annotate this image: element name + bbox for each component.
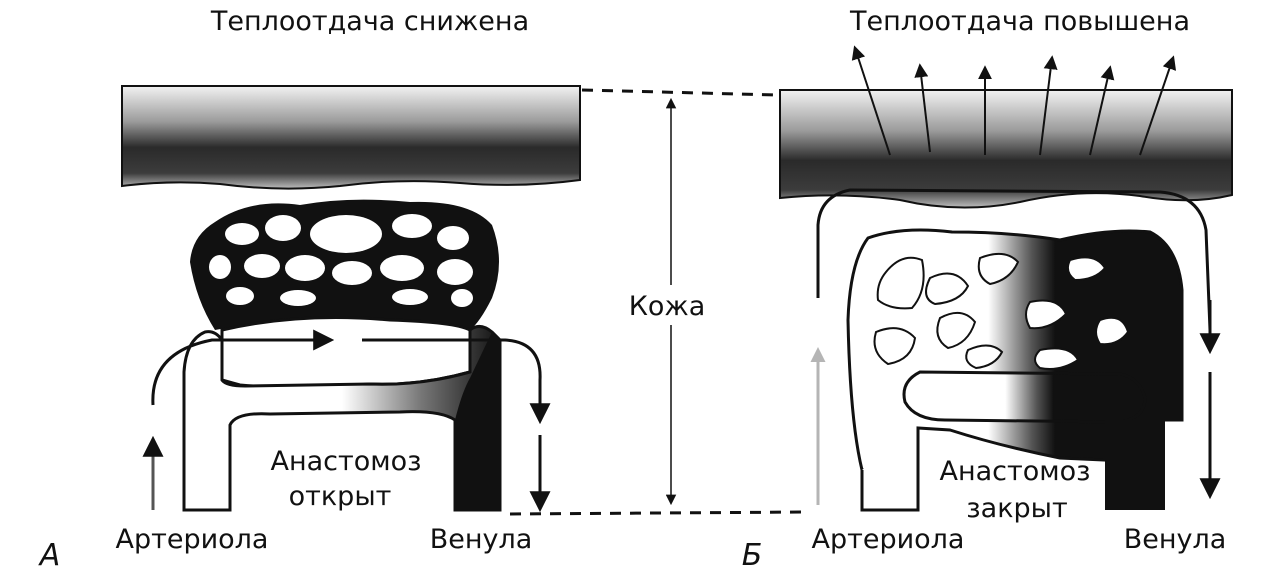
heat-emission-arrows [851, 45, 1177, 156]
panel-letter-b: Б [742, 538, 763, 573]
anastomosis-label-a-line2: открыт [289, 481, 392, 512]
capillary-loops-a [209, 214, 473, 307]
capillary-loops-b [873, 252, 1130, 370]
closed-anastomosis-b [902, 370, 1147, 424]
skin-label: Кожа [629, 291, 706, 322]
skin-layer-b [779, 89, 1233, 209]
title-a: Теплоотдача снижена [210, 6, 529, 37]
panel-b: Теплоотдача повышена Анастомоз закрыт Ар… [742, 6, 1233, 573]
title-b: Теплоотдача повышена [849, 6, 1190, 37]
venule-label-b: Венула [1124, 524, 1227, 555]
panel-letter-a: А [38, 538, 61, 573]
skin-loop-vessel [816, 188, 1212, 331]
skin-scale: Кожа [509, 88, 809, 516]
flow-arrow-arteriole-a [151, 329, 335, 406]
anastomosis-label-b-line1: Анастомоз [939, 456, 1090, 487]
arteriole-label-b: Артериола [812, 524, 965, 555]
arteriole-label-a: Артериола [116, 524, 269, 555]
skin-layer-a [121, 85, 581, 190]
anastomosis-label-a-line1: Анастомоз [270, 446, 421, 477]
anastomosis-label-b-line2: закрыт [966, 493, 1067, 524]
panel-a: Теплоотдача снижена Анастомоз открыт Арт… [38, 6, 581, 573]
venule-label-a: Венула [430, 524, 533, 555]
